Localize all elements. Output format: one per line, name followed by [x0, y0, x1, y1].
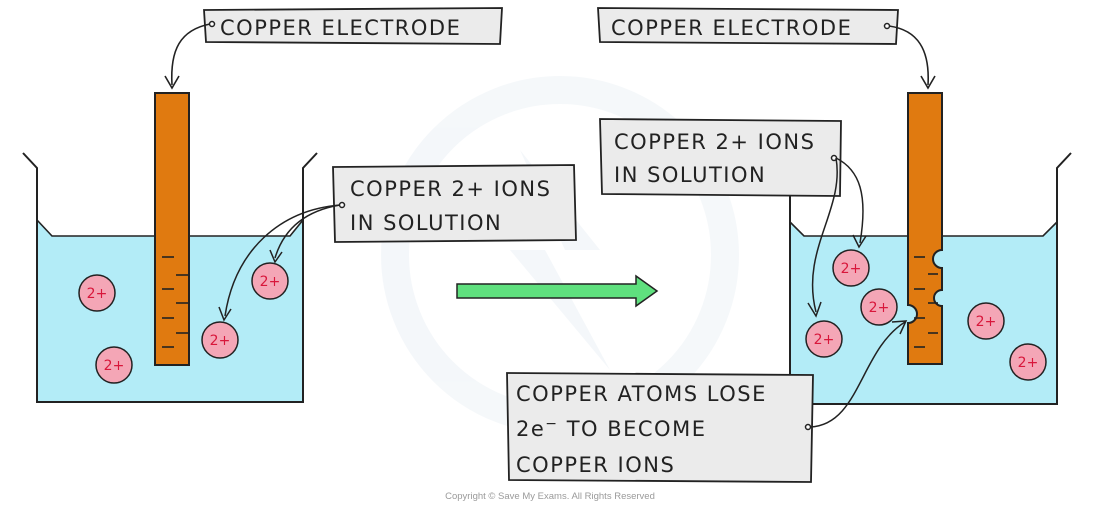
left-copper-electrode [154, 92, 190, 366]
right-electrode-label: COPPER ELECTRODE [597, 7, 899, 45]
svg-text:2+: 2+ [260, 274, 281, 290]
atoms-pointer [809, 321, 906, 428]
svg-text:COPPER 2+ IONS: COPPER 2+ IONS [350, 177, 551, 201]
right-ion-3: 2+ [805, 320, 843, 358]
right-ion-5: 2+ [1009, 343, 1047, 381]
svg-text:2+: 2+ [1018, 355, 1039, 371]
svg-text:2+: 2+ [976, 314, 997, 330]
right-copper-electrode [907, 92, 943, 365]
right-ions-pointer-1 [835, 157, 864, 244]
left-ions-label: COPPER 2+ IONS IN SOLUTION [332, 164, 577, 243]
right-ion-1: 2+ [832, 249, 870, 287]
svg-text:2+: 2+ [104, 358, 125, 374]
svg-text:2+: 2+ [814, 332, 835, 348]
left-ion-2: 2+ [95, 346, 133, 384]
svg-text:2e− TO BECOME: 2e− TO BECOME [516, 416, 706, 441]
left-electrode-label: COPPER ELECTRODE [203, 7, 503, 45]
svg-text:IN SOLUTION: IN SOLUTION [614, 163, 766, 187]
right-electrode-pointer [888, 25, 929, 86]
left-electrode-pointer [170, 23, 211, 86]
svg-text:COPPER IONS: COPPER IONS [516, 453, 675, 477]
right-ions-pointer-2 [811, 157, 838, 313]
right-ion-2: 2+ [860, 288, 898, 326]
right-ion-4: 2+ [967, 302, 1005, 340]
svg-text:IN SOLUTION: IN SOLUTION [350, 211, 502, 235]
left-beaker-outline [22, 152, 318, 403]
copyright-notice: Copyright © Save My Exams. All Rights Re… [445, 491, 655, 502]
left-ions-pointer-2 [224, 204, 341, 317]
svg-text:2+: 2+ [869, 300, 890, 316]
right-ions-label: COPPER 2+ IONS IN SOLUTION [599, 118, 842, 197]
svg-text:COPPER 2+ IONS: COPPER 2+ IONS [614, 130, 815, 154]
svg-text:2+: 2+ [841, 261, 862, 277]
left-ion-3: 2+ [251, 262, 289, 300]
left-ions-pointer-1 [274, 204, 341, 259]
svg-text:COPPER ELECTRODE: COPPER ELECTRODE [220, 16, 461, 40]
svg-text:2+: 2+ [210, 333, 231, 349]
svg-text:COPPER ELECTRODE: COPPER ELECTRODE [611, 16, 852, 40]
svg-text:2+: 2+ [87, 286, 108, 302]
left-ion-4: 2+ [201, 321, 239, 359]
left-ion-1: 2+ [78, 274, 116, 312]
svg-text:COPPER ATOMS LOSE: COPPER ATOMS LOSE [516, 382, 767, 406]
reaction-arrow [456, 274, 659, 308]
atoms-lose-electrons-label: COPPER ATOMS LOSE 2e− TO BECOME COPPER I… [506, 372, 814, 483]
